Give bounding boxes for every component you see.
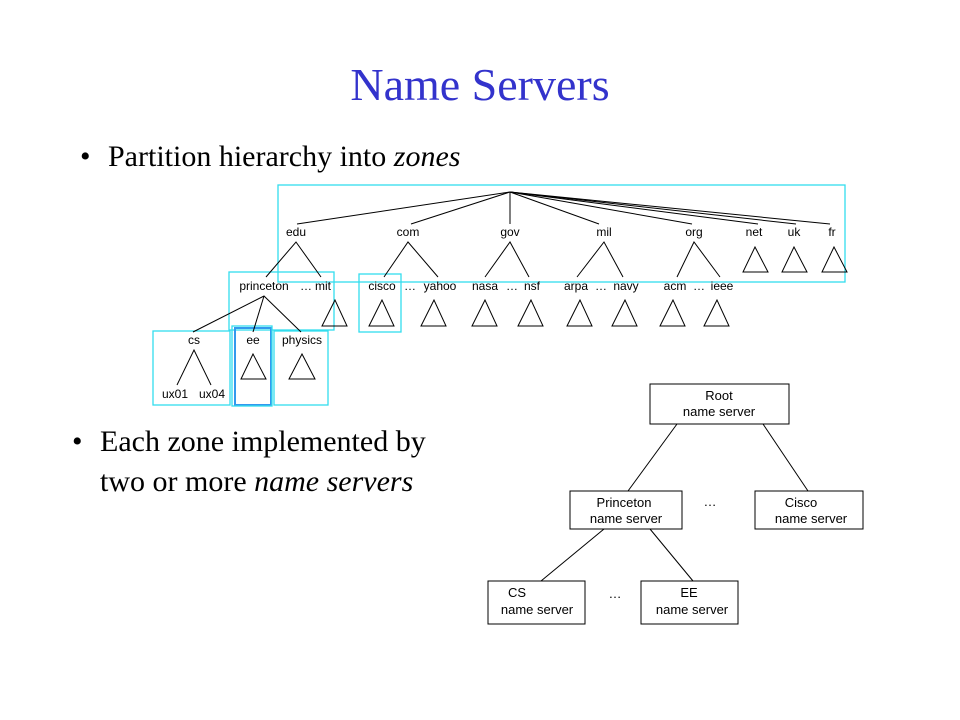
cs-server-box [487,580,586,625]
ellipsis: … [595,279,607,293]
ellipsis: … [693,279,705,293]
tld-com: com [397,225,420,239]
bullet-marker: • [80,140,91,173]
princeton-server-line1: Princeton [597,495,652,510]
physics-subtree [288,352,316,380]
sld-arpa: arpa [564,279,588,293]
zone-ee [234,327,272,406]
tld-org: org [685,225,702,239]
bullet-emphasis: zones [393,140,461,173]
name-server-tree [487,383,864,625]
tld-mil: mil [596,225,611,239]
server-ellipsis: … [609,586,622,601]
ee-server-line2: name server [656,602,729,617]
host-ux01: ux01 [162,387,188,401]
slide-title: Name Servers [350,59,610,110]
zone-ee-outer [231,325,273,407]
third-ee: ee [246,333,260,347]
cs-server-line1: CS [508,585,526,600]
sld-nasa: nasa [472,279,498,293]
bullet-marker: • [72,425,83,458]
sld-ieee: ieee [711,279,734,293]
tld-gov: gov [500,225,519,239]
sld-cisco: cisco [368,279,396,293]
host-ux04: ux04 [199,387,225,401]
server-ellipsis: … [704,494,717,509]
bullet-zones: • Partition hierarchy into zones [80,140,461,174]
zone-root [277,184,846,283]
bullet-line-1: Each zone implemented by [100,425,426,458]
ee-subtree [240,352,267,380]
ellipsis: … [506,279,518,293]
second-level-branches [265,241,721,278]
zone-physics [273,330,329,406]
third-cs: cs [188,333,200,347]
cisco-server-box [754,490,864,530]
root-branches [296,191,831,225]
zones [152,184,846,407]
princeton-server-box [569,490,683,530]
sld-princeton: princeton [239,279,288,293]
tld-uk: uk [788,225,802,239]
cisco-server-line2: name server [775,511,848,526]
root-server-box [649,383,790,425]
bullet-text: Partition hierarchy into [108,140,394,173]
tld-fr: fr [828,225,835,239]
ellipsis: … [404,279,416,293]
bullet-name-servers: • Each zone implemented by two or more n… [72,422,426,502]
sld-subtrees [321,298,730,327]
tld-net: net [746,225,763,239]
sld-navy: navy [613,279,638,293]
sld-mit: mit [315,279,332,293]
sld-yahoo: yahoo [424,279,457,293]
zone-cs [152,330,231,406]
zone-cisco [358,273,402,333]
ee-server-box [640,580,739,625]
root-server-line2: name server [683,404,756,419]
cs-branches [176,348,212,386]
ee-server-line1: EE [680,585,698,600]
cisco-server-line1: Cisco [785,495,818,510]
tld-subtrees [742,245,848,273]
princeton-server-line2: name server [590,511,663,526]
ellipsis: … [300,279,312,293]
bullet-line-2: two or more name servers [100,465,414,498]
root-server-line1: Root [705,388,733,403]
cs-server-line2: name server [501,602,574,617]
sld-nsf: nsf [524,279,541,293]
sld-acm: acm [664,279,687,293]
third-physics: physics [282,333,322,347]
princeton-branch-ee [252,295,265,333]
tld-edu: edu [286,225,306,239]
